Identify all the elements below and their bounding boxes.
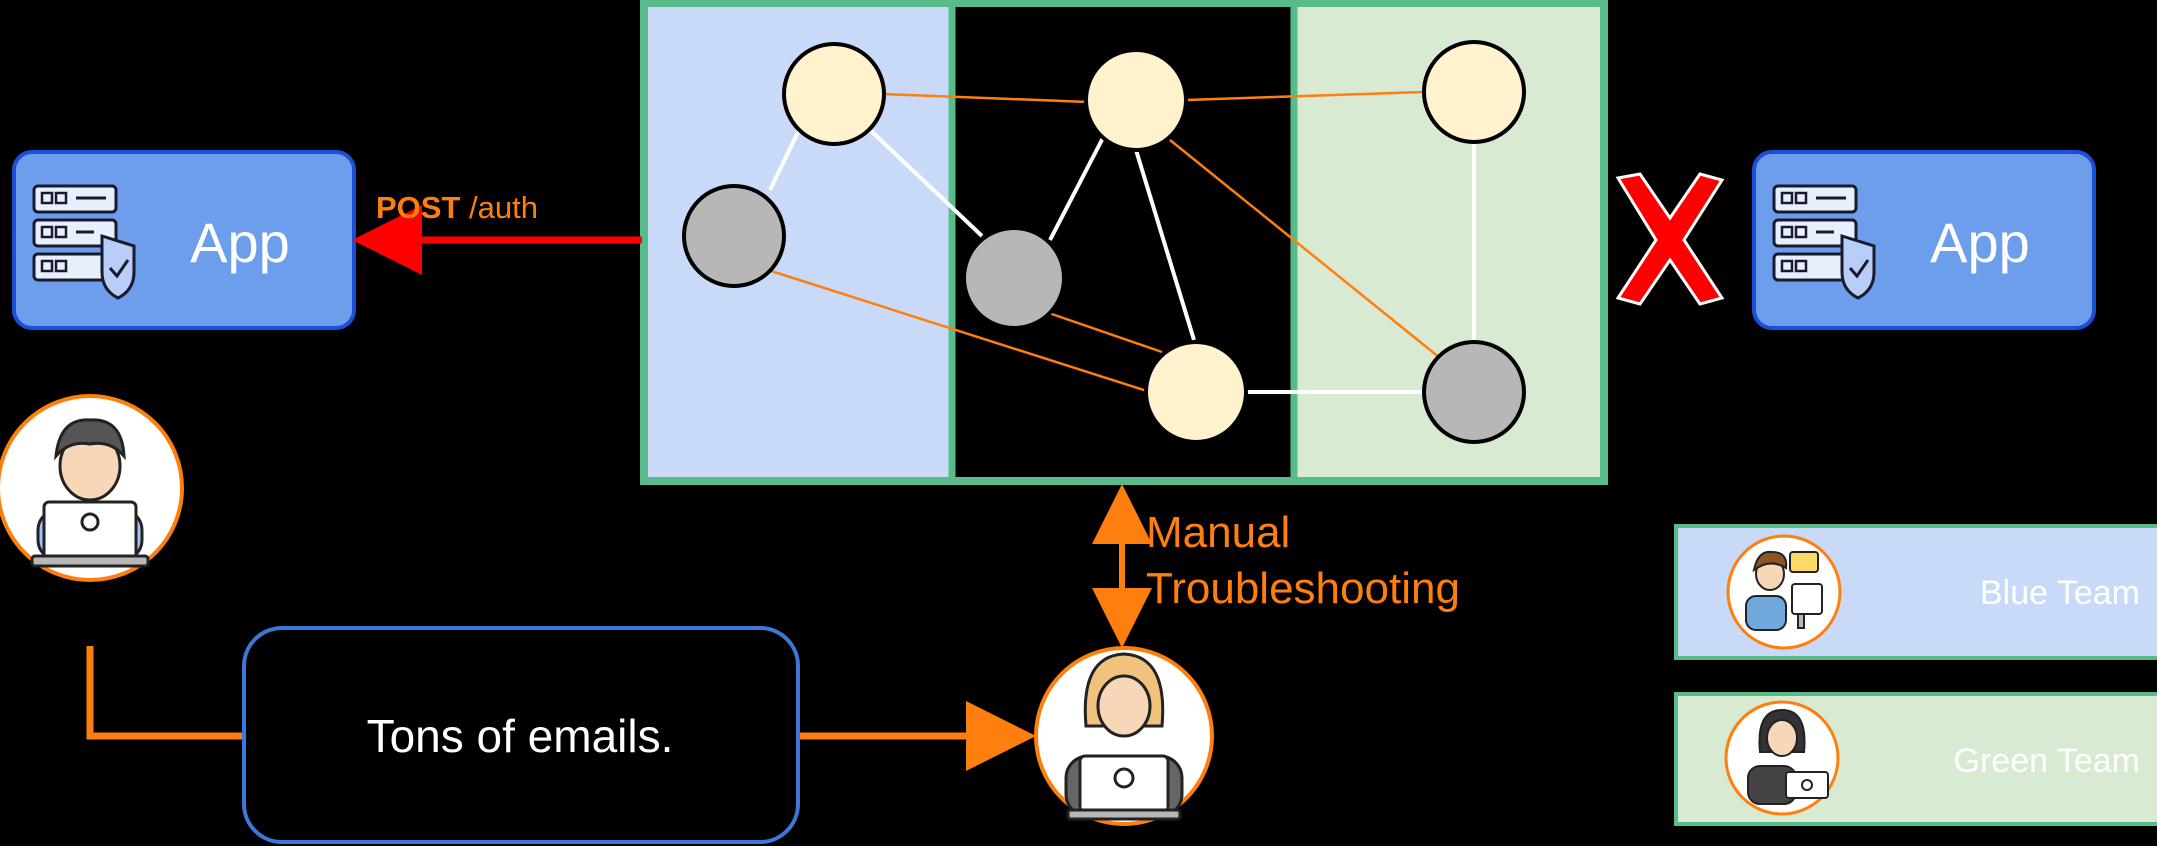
graph-node[interactable] — [1084, 48, 1188, 152]
server-shield-icon — [1772, 184, 1876, 300]
emails-box: Tons of emails. — [242, 626, 800, 844]
graph-edges — [767, 90, 1476, 394]
graph-edge — [866, 126, 984, 238]
app-label-right: App — [1930, 211, 2030, 274]
graph-edge — [1045, 310, 1163, 354]
graph-node[interactable] — [1422, 40, 1526, 144]
graph-edge — [1048, 131, 1108, 241]
auth-request-label: POST /auth — [376, 190, 538, 225]
legend-green-team: Green Team — [1674, 692, 2157, 826]
legend-blue-team: Blue Team — [1674, 524, 2157, 660]
server-shield-icon — [32, 184, 136, 300]
zone-border — [640, 0, 1608, 485]
graph-edge — [883, 92, 1089, 104]
http-method: POST — [376, 190, 460, 225]
graph-edge — [768, 127, 802, 191]
graph-edge — [1134, 149, 1196, 341]
developer-man-avatar-icon — [0, 394, 184, 582]
woman-laptop-avatar-icon — [1034, 646, 1214, 826]
developer-avatar-icon — [1726, 534, 1842, 650]
app-box-left[interactable]: App — [12, 150, 356, 330]
app-box-right[interactable]: App — [1752, 150, 2096, 330]
graph-node[interactable] — [682, 184, 786, 288]
graph-node[interactable] — [962, 226, 1066, 330]
emails-label: Tons of emails. — [367, 710, 674, 762]
graph-edge — [1169, 139, 1441, 359]
graph-edge — [767, 268, 1151, 394]
blue-team-label: Blue Team — [1980, 574, 2140, 612]
graph-node[interactable] — [782, 42, 886, 146]
woman-laptop-avatar-icon — [1724, 700, 1840, 816]
green-team-label: Green Team — [1954, 742, 2140, 780]
manual-label: Manual — [1146, 508, 1290, 557]
graph-nodes — [682, 40, 1526, 444]
graph-node[interactable] — [1422, 340, 1526, 444]
request-path: /auth — [460, 190, 538, 225]
email-flow-line — [86, 646, 244, 740]
graph-edge — [1185, 90, 1425, 102]
troubleshooting-label: Troubleshooting — [1146, 564, 1460, 613]
red-x-icon — [1615, 172, 1725, 306]
graph-node[interactable] — [1144, 340, 1248, 444]
app-label-left: App — [190, 211, 290, 274]
